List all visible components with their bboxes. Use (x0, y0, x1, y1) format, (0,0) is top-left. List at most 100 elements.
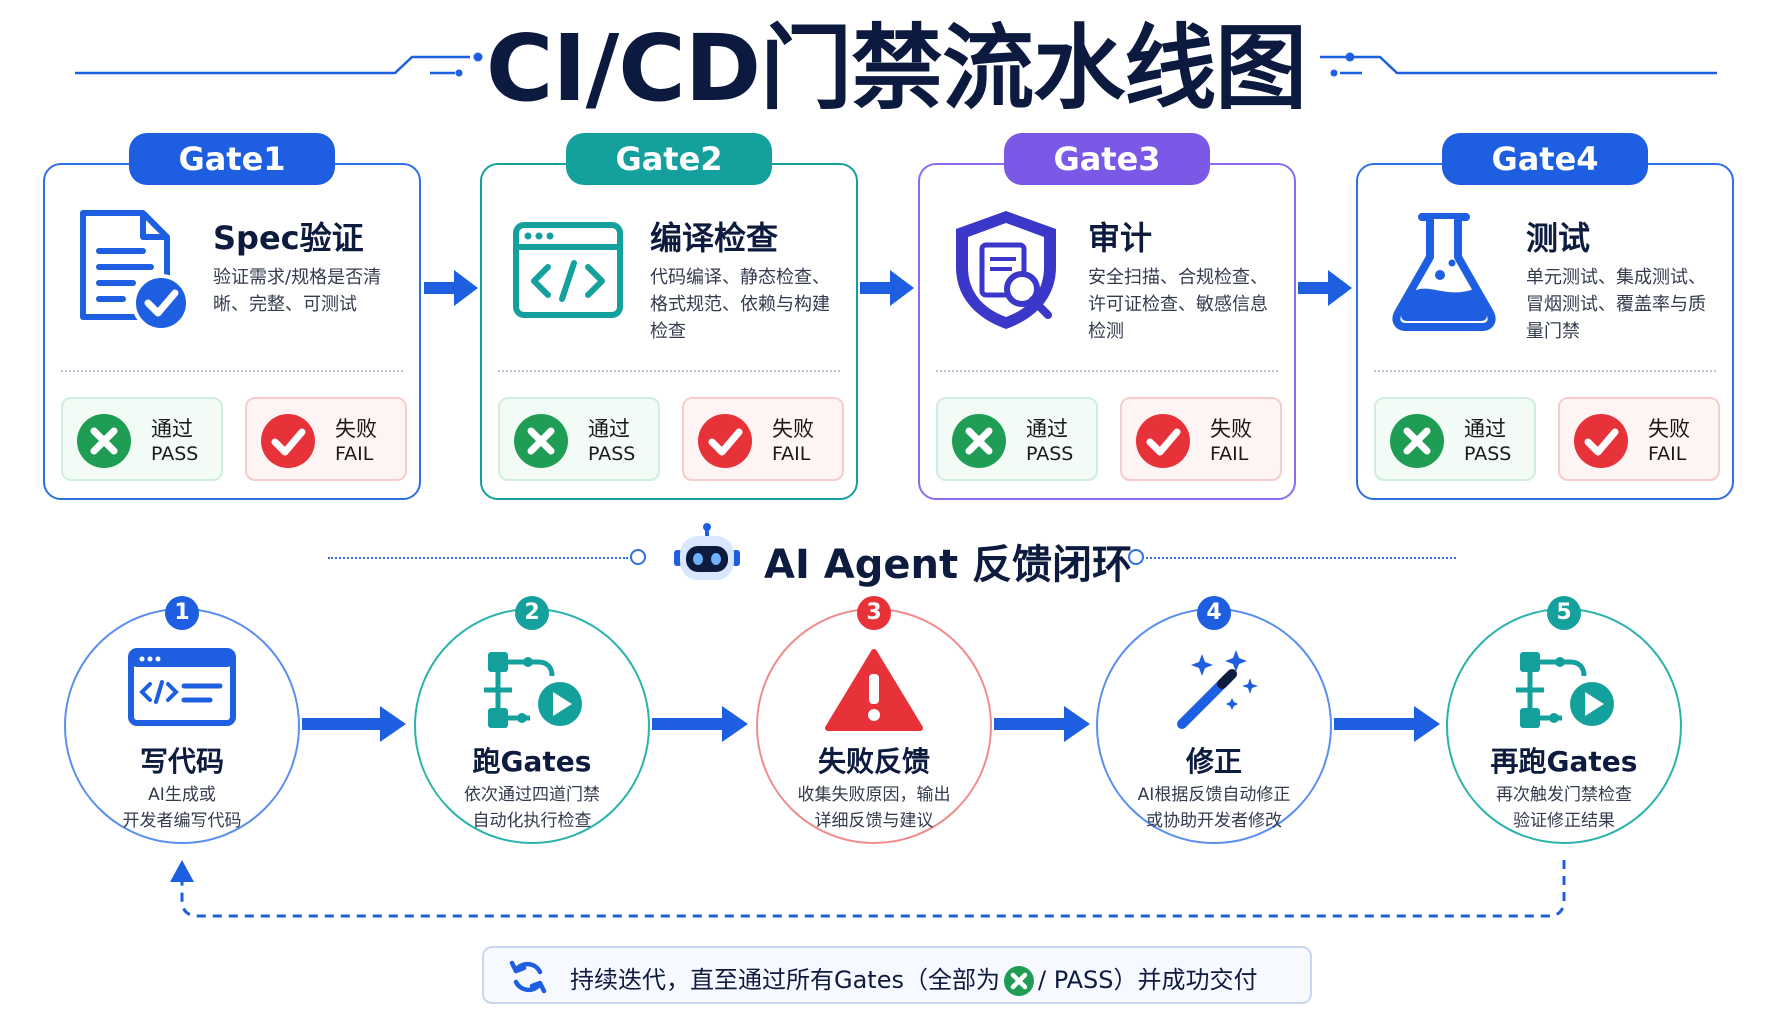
pipeline-run-icon (484, 652, 582, 728)
page-title: CI/CD门禁流水线图 (485, 15, 1307, 122)
divider (498, 370, 840, 372)
gate-card-2: Gate2 编译检查 代码编译、静态检查、格式规范、依赖与构建检查 通过 PAS… (480, 133, 858, 500)
step-desc-line: 收集失败原因，输出 (797, 785, 951, 805)
fail-badge: 失败 FAIL (245, 397, 407, 481)
summary-banner: 持续迭代，直至通过所有Gates（全部为 / PASS）并成功交付 (482, 946, 1312, 1004)
pass-badge: 通过 PASS (936, 397, 1098, 481)
step-3: 3 失败反馈 收集失败原因，输出 详细反馈与建议 (756, 596, 992, 844)
arrow-right-icon (1334, 706, 1440, 742)
pass-x-icon (514, 414, 568, 468)
fail-label: 失败 (772, 417, 814, 441)
pass-label: 通过 (151, 417, 193, 441)
fail-badge: 失败 FAIL (1558, 397, 1720, 481)
banner-text: 持续迭代，直至通过所有Gates（全部为 / PASS）并成功交付 (570, 960, 1258, 996)
arrow-right-icon (424, 270, 478, 306)
gate-card-1: Gate1 Spec验证 验证需求/规格是否清晰、完整、可测试 通过 PASS … (43, 133, 421, 500)
step-desc-line: 详细反馈与建议 (814, 811, 934, 831)
shield-search-icon (956, 211, 1056, 329)
fail-label-en: FAIL (1210, 443, 1249, 465)
pipeline-rerun-icon (1516, 652, 1614, 728)
divider (1374, 370, 1716, 372)
step-desc-line: 再次触发门禁检查 (1496, 785, 1632, 805)
step-desc-line: 验证修正结果 (1513, 811, 1615, 831)
fail-label-en: FAIL (772, 443, 811, 465)
agent-divider-dot (630, 549, 646, 565)
agent-divider-left (328, 557, 628, 559)
robot-icon (674, 523, 740, 580)
title-decoration (75, 52, 1717, 77)
pass-label-en: PASS (1464, 443, 1512, 465)
magic-wand-icon (1177, 650, 1258, 729)
gate-name: 测试 (1526, 219, 1591, 257)
gate-card-4: Gate4 测试 单元测试、集成测试、冒烟测试、覆盖率与质量门禁 通过 PASS… (1356, 133, 1734, 500)
document-check-icon (80, 210, 190, 332)
gate-name: 编译检查 (650, 219, 779, 257)
banner-text-start: 持续迭代，直至通过所有Gates（全部为 (570, 966, 1000, 994)
pass-x-icon (1003, 966, 1034, 996)
pass-label-en: PASS (151, 443, 199, 465)
arrow-right-icon (652, 706, 748, 742)
gate-name: 审计 (1088, 219, 1153, 257)
gate-name: Spec验证 (213, 219, 364, 257)
code-editor-icon (128, 648, 236, 726)
pass-badge: 通过 PASS (61, 397, 223, 481)
step-number: 4 (1197, 596, 1231, 630)
step-desc-line: 依次通过四道门禁 (464, 785, 600, 805)
gate-description: 代码编译、静态检查、格式规范、依赖与构建检查 (650, 267, 830, 342)
flask-icon (1392, 213, 1496, 331)
agent-loop-title: AI Agent 反馈闭环 (764, 542, 1133, 588)
gate-description: 验证需求/规格是否清晰、完整、可测试 (213, 267, 382, 315)
pass-badge: 通过 PASS (1374, 397, 1536, 481)
code-window-icon (513, 222, 623, 318)
pass-x-icon (952, 414, 1006, 468)
arrow-right-icon (302, 706, 406, 742)
divider (936, 370, 1278, 372)
step-description: AI生成或 开发者编写代码 (66, 782, 298, 834)
step-desc-line: 自动化执行检查 (472, 811, 592, 831)
step-number: 1 (165, 596, 199, 630)
step-5: 5 再跑Gates 再次触发门禁检查 验证修正结果 (1446, 596, 1682, 844)
gate-card-3: Gate3 审计 安全扫描、合规检查、许可证检查、敏感信息检测 通过 PASS … (918, 133, 1296, 500)
banner-text-end: / PASS）并成功交付 (1037, 966, 1258, 994)
step-desc-line: 开发者编写代码 (122, 811, 242, 831)
divider (61, 370, 403, 372)
pass-badge: 通过 PASS (498, 397, 660, 481)
step-desc-line: AI根据反馈自动修正 (1137, 785, 1291, 805)
step-name: 写代码 (139, 745, 224, 778)
fail-label: 失败 (335, 417, 377, 441)
step-name: 失败反馈 (817, 745, 930, 778)
step-number: 2 (515, 596, 549, 630)
fail-badge: 失败 FAIL (682, 397, 844, 481)
fail-label: 失败 (1648, 417, 1690, 441)
arrow-right-icon (1298, 270, 1352, 306)
gate-tab: Gate4 (1442, 133, 1648, 185)
fail-label-en: FAIL (1648, 443, 1687, 465)
fail-badge: 失败 FAIL (1120, 397, 1282, 481)
step-name: 修正 (1185, 745, 1242, 778)
fail-check-icon (1136, 414, 1190, 468)
pass-label-en: PASS (588, 443, 636, 465)
gate-tab: Gate1 (129, 133, 335, 185)
agent-divider-right (1146, 557, 1456, 559)
pass-label: 通过 (588, 417, 630, 441)
pass-x-icon (1390, 414, 1444, 468)
step-desc-line: 或协助开发者修改 (1146, 811, 1282, 831)
gate-description: 单元测试、集成测试、冒烟测试、覆盖率与质量门禁 (1526, 267, 1706, 342)
step-number: 5 (1547, 596, 1581, 630)
step-1: 1 写代码 AI生成或 开发者编写代码 (64, 596, 300, 844)
step-2: 2 跑Gates 依次通过四道门禁 自动化执行检查 (414, 596, 650, 844)
fail-check-icon (698, 414, 752, 468)
fail-label: 失败 (1210, 417, 1252, 441)
pass-x-icon (77, 414, 131, 468)
step-name: 跑Gates (472, 745, 592, 778)
fail-check-icon (1574, 414, 1628, 468)
gate-tab: Gate3 (1004, 133, 1210, 185)
pass-label: 通过 (1026, 417, 1068, 441)
arrow-right-icon (860, 270, 914, 306)
step-name: 再跑Gates (1490, 745, 1638, 778)
fail-check-icon (261, 414, 315, 468)
fail-label-en: FAIL (335, 443, 374, 465)
step-number: 3 (857, 596, 891, 630)
step-description: AI根据反馈自动修正 或协助开发者修改 (1098, 782, 1330, 834)
